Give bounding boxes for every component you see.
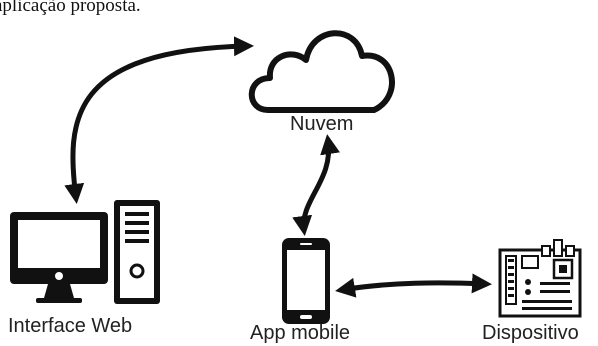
connector-app-device <box>335 273 492 298</box>
cloud-label: Nuvem <box>290 113 354 135</box>
cloud-icon <box>248 30 395 113</box>
computer-tower-icon <box>114 200 160 304</box>
monitor-icon <box>10 212 108 303</box>
circuit-board-icon <box>498 239 582 318</box>
caption-text: aplicação proposta. <box>0 0 141 16</box>
connector-web-cloud <box>64 36 254 204</box>
app-mobile-label: App mobile <box>250 322 351 344</box>
web-interface-label: Interface Web <box>8 315 133 337</box>
device-label: Dispositivo <box>482 322 579 344</box>
smartphone-icon <box>282 238 330 324</box>
connector-app-cloud <box>292 134 340 236</box>
